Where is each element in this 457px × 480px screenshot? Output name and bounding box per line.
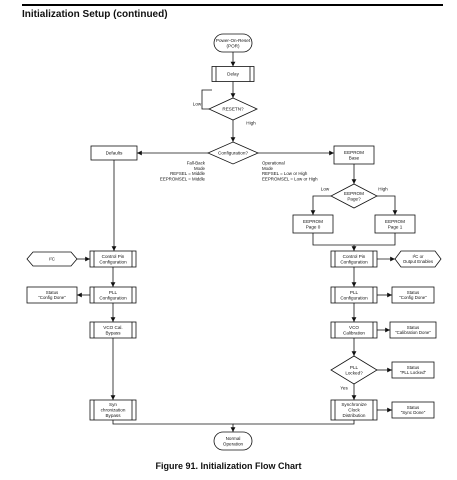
flow-connector — [112, 420, 236, 432]
node-i2c-left: I²C — [26, 251, 78, 267]
node-label-config: Configuration? — [218, 151, 248, 156]
node-label-l-vco: VCO Cal.Bypass — [103, 325, 122, 336]
edge-label-high: High — [246, 121, 256, 126]
node-label-st-sync: Status"Sync Done" — [401, 405, 426, 415]
header-rule — [22, 4, 443, 6]
node-label-delay: Delay — [227, 72, 239, 77]
node-label-i2c-left: I²C — [49, 257, 55, 262]
node-por: Power-On-Reset(POR) — [213, 33, 253, 53]
edge-label-yes: Yes — [340, 386, 348, 391]
node-st-sync: Status"Sync Done" — [391, 401, 435, 419]
edge-label-high-page: High — [378, 187, 388, 192]
node-resetn: RESETN? — [208, 97, 258, 121]
flow-connector — [233, 420, 355, 425]
flow-connector — [310, 195, 331, 215]
figure-caption: Figure 91. Initialization Flow Chart — [155, 461, 302, 471]
edge-label-low: Low — [193, 102, 202, 107]
node-label-resetn: RESETN? — [222, 107, 244, 112]
node-defaults: Defaults — [90, 145, 138, 161]
node-label-st-r-done: Status"Config Done" — [399, 290, 427, 300]
node-label-por: Power-On-Reset(POR) — [216, 38, 251, 49]
node-l-vco: VCO Cal.Bypass — [89, 321, 137, 339]
page-title: Initialization Setup (continued) — [22, 9, 168, 20]
node-st-r-done: Status"Config Done" — [391, 286, 435, 304]
flow-connector — [201, 89, 212, 110]
node-st-l-done: Status"Config Done" — [26, 286, 78, 304]
node-config: Configuration? — [207, 141, 259, 165]
flow-connector — [377, 195, 398, 215]
flow-connector — [312, 233, 357, 251]
node-label-st-l-done: Status"Config Done" — [38, 290, 66, 300]
flow-connector — [354, 233, 396, 246]
node-label-defaults: Defaults — [106, 151, 124, 156]
node-label-st-cal: Status"Calibration Done" — [395, 325, 431, 335]
node-st-cal: Status"Calibration Done" — [389, 321, 437, 339]
edge-label-low-page: Low — [321, 187, 330, 192]
node-label-st-pll: Status"PLL Locked" — [400, 365, 427, 375]
node-delay: Delay — [211, 66, 255, 82]
node-st-pll: Status"PLL Locked" — [391, 361, 435, 379]
